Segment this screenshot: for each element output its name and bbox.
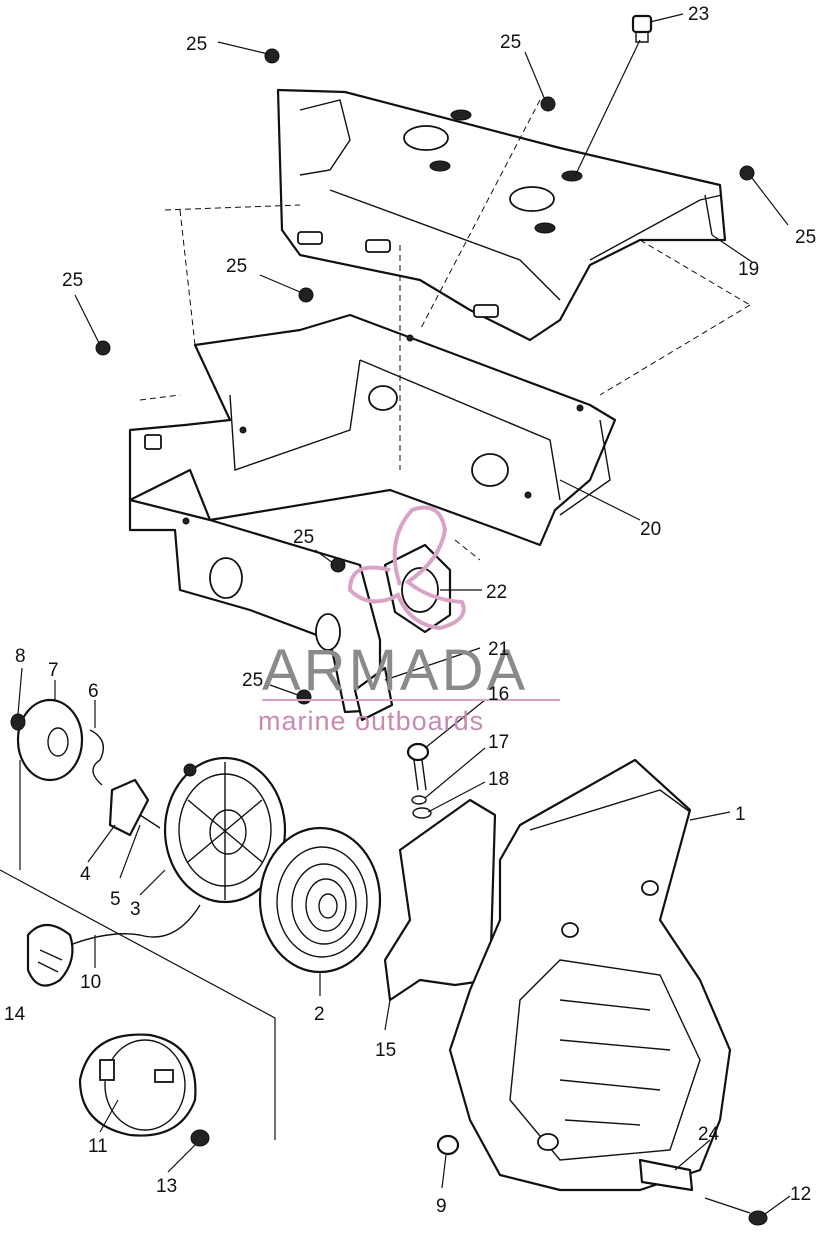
leader-lines — [17, 13, 791, 1215]
callout-25-lower: 25 — [242, 670, 263, 691]
callout-12: 12 — [790, 1184, 811, 1205]
watermark-brand: ARMADA — [262, 638, 528, 703]
callout-19: 19 — [738, 259, 759, 280]
callout-15: 15 — [375, 1040, 396, 1061]
callout-4: 4 — [80, 864, 91, 885]
callout-22: 22 — [486, 582, 507, 603]
callout-6: 6 — [88, 681, 99, 702]
callout-20: 20 — [640, 519, 661, 540]
callout-25-top-center: 25 — [500, 32, 521, 53]
starter-cap — [16, 698, 84, 782]
bolt-washer-set — [406, 742, 432, 819]
lower-frame — [128, 313, 617, 714]
callout-3: 3 — [130, 899, 141, 920]
support-bracket — [383, 798, 497, 1002]
fan-housing — [448, 758, 732, 1192]
starter-cup — [78, 1033, 197, 1137]
callout-17: 17 — [488, 732, 509, 753]
watermark: ARMADA marine outboards — [258, 505, 560, 736]
bracket — [353, 666, 394, 722]
bolt — [190, 1129, 210, 1147]
callout-18: 18 — [488, 769, 509, 790]
callout-9: 9 — [436, 1196, 447, 1217]
callout-25-mid-left: 25 — [226, 256, 247, 277]
housing-screw — [704, 1197, 768, 1226]
screws — [95, 48, 755, 705]
callout-13: 13 — [156, 1176, 177, 1197]
callout-7: 7 — [48, 660, 59, 681]
callout-16: 16 — [488, 684, 509, 705]
callout-23: 23 — [688, 4, 709, 25]
propeller-logo-icon — [347, 505, 466, 631]
callout-21: 21 — [488, 639, 509, 660]
callout-25-right: 25 — [795, 227, 816, 248]
spring-clip — [89, 729, 104, 786]
starter-rope — [69, 904, 201, 946]
watermark-tagline: marine outboards — [258, 706, 484, 736]
callout-11: 11 — [88, 1136, 108, 1157]
cap-bolt — [631, 14, 653, 43]
callout-10: 10 — [80, 972, 101, 993]
callout-24: 24 — [698, 1124, 720, 1145]
callout-1: 1 — [735, 804, 746, 825]
callout-5: 5 — [110, 889, 121, 910]
starter-handle — [26, 923, 74, 987]
callout-25-left: 25 — [62, 270, 83, 291]
recoil-spring — [258, 826, 382, 974]
callout-8: 8 — [15, 646, 26, 667]
housing-clip — [638, 1158, 694, 1192]
callout-2: 2 — [314, 1004, 325, 1025]
pawl — [108, 778, 150, 837]
callout-25-top-left: 25 — [186, 34, 207, 55]
housing-plug — [436, 1134, 460, 1156]
pawl-spring — [139, 814, 161, 829]
nut — [10, 713, 26, 731]
starter-pulley — [163, 756, 287, 904]
upper-cover-plate — [276, 88, 727, 342]
assembly-lines — [0, 99, 751, 1140]
callout-14: 14 — [4, 1004, 26, 1025]
callout-25-center: 25 — [293, 527, 314, 548]
callout-labels: 1 2 3 4 5 6 7 8 9 10 11 12 13 14 15 16 1… — [4, 4, 816, 1217]
